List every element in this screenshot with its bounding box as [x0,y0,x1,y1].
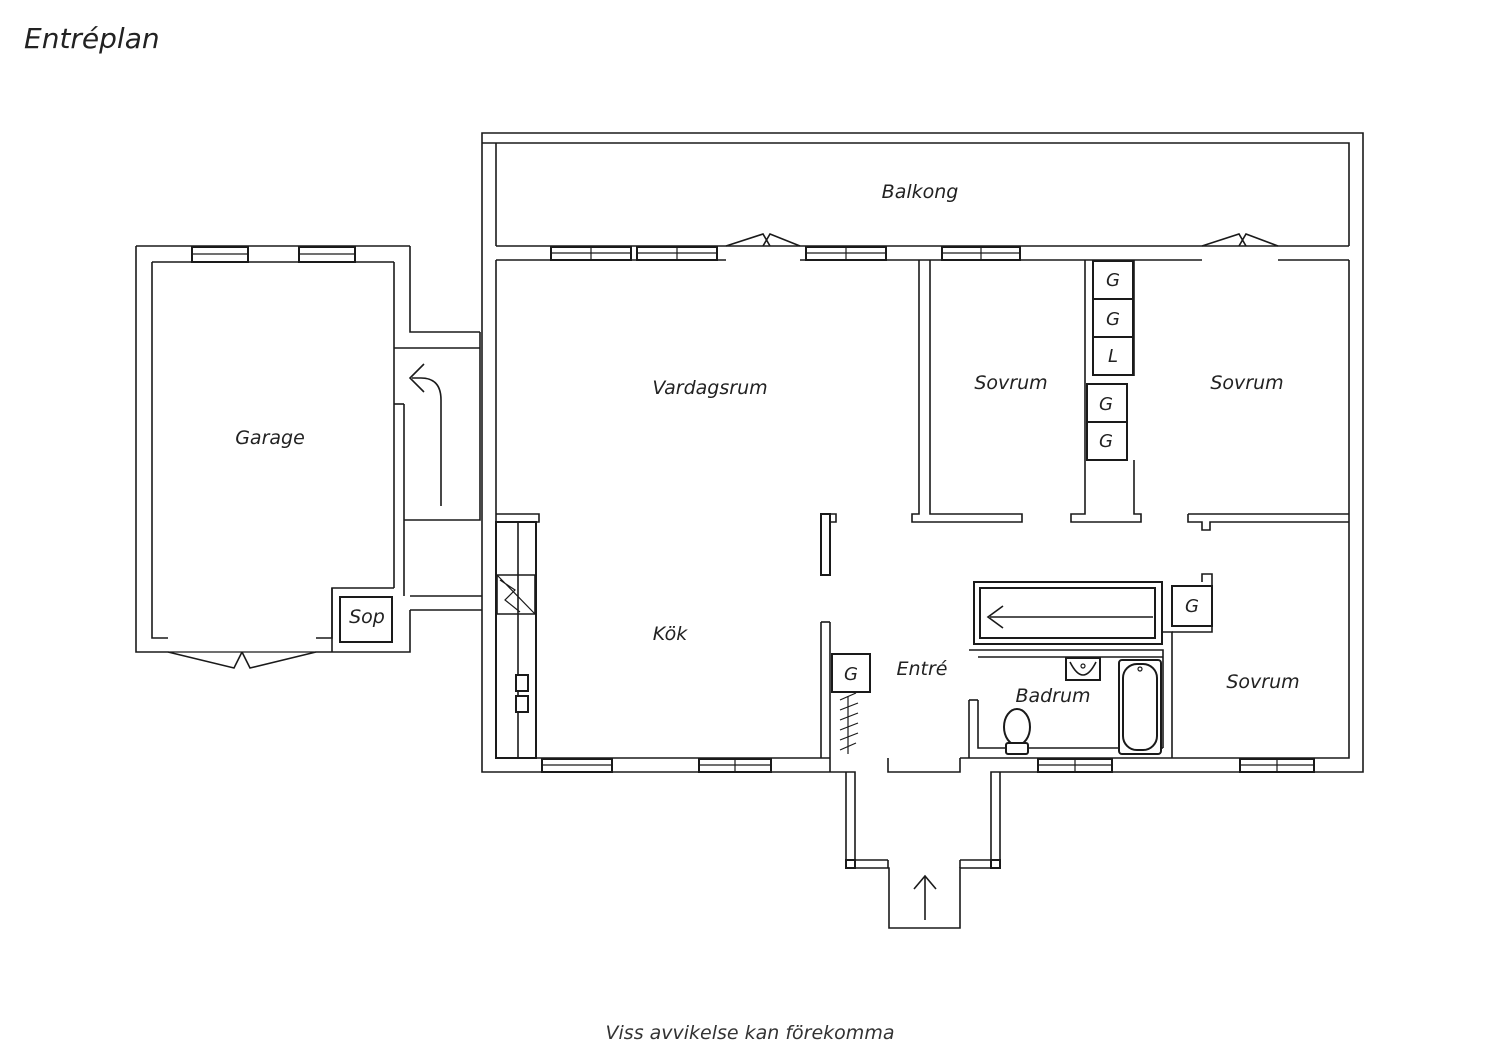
garage-windows [191,246,356,263]
toilet [1003,708,1031,755]
balcony-doors [725,233,1279,247]
room-label-garage: Garage [235,427,305,449]
interior-walls [820,260,1349,758]
disclaimer-note: Viss avvikelse kan förekomma [605,1022,895,1044]
page-title: Entréplan [24,22,160,55]
garage-walls [135,245,482,653]
room-label-bedroom-1: Sovrum [974,372,1047,394]
room-label-bathroom: Badrum [1015,685,1090,707]
closet-label: G [1099,431,1113,452]
windows-bottom [541,758,1315,773]
entry-porch [845,771,1001,929]
room-label-entrance: Entré [897,658,948,680]
room-label-living: Vardagsrum [652,377,767,399]
closet-label: G [1106,270,1120,291]
closet-label: G [1099,394,1113,415]
room-label-kitchen: Kök [653,623,688,645]
garage-door [167,651,317,669]
room-label-bedroom-3: Sovrum [1226,671,1299,693]
house-walls [481,246,1364,773]
closet-label: G [1185,596,1199,617]
entry-arrow-icon [913,874,937,920]
kitchen-counter [495,513,540,759]
windows-top [550,246,1021,261]
room-label-bedroom-2: Sovrum [1210,372,1283,394]
bathtub [1118,659,1162,755]
garage-path-arrow-icon [408,363,442,506]
closet-column [831,260,1213,693]
room-label-waste: Sop [349,606,385,628]
room-label-balcony: Balkong [882,181,959,203]
closet-label: G [844,664,858,685]
closet-label: G [1106,309,1120,330]
hall-arrow-icon [986,605,1153,629]
sink [1065,657,1101,681]
closet-label: L [1108,346,1118,367]
wardrobe-rail [839,692,859,754]
